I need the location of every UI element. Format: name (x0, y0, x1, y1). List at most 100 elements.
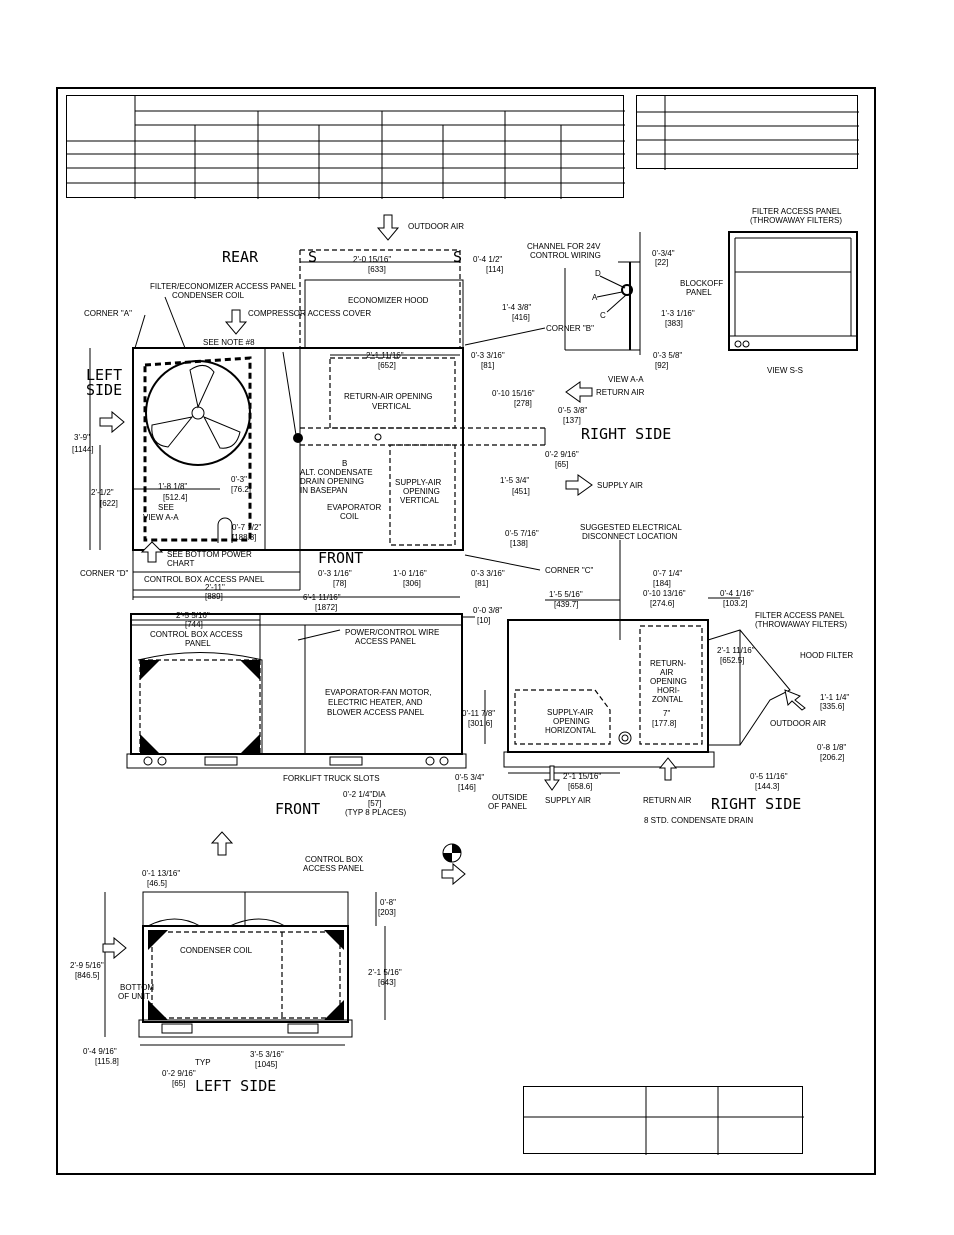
power-control-1: POWER/CONTROL WIRE (345, 628, 439, 637)
supply-horiz-2: OPENING (553, 717, 590, 726)
filter-access-ss-2: (THROWAWAY FILTERS) (750, 216, 842, 225)
filter-econ-panel-label: FILTER/ECONOMIZER ACCESS PANEL (150, 282, 297, 291)
section-s-left: S (308, 248, 317, 266)
dim-0-4-1-2: 0'-4 1/2" (473, 255, 502, 264)
left-side-view: 0'-1 13/16" [46.5] CONTROL BOX ACCESS PA… (70, 831, 466, 1095)
channel-24v-2: CONTROL WIRING (530, 251, 601, 260)
dim-81-b: [81] (475, 579, 488, 588)
dim-1-3-1-16: 1'-3 1/16" (661, 309, 695, 318)
dim-0-2-9-16-right: 0'-2 9/16" (545, 450, 579, 459)
dim-0-5-3-8: 0'-5 3/8" (558, 406, 587, 415)
return-air-vertical-1: RETURN-AIR OPENING (344, 392, 432, 401)
dim-416: [416] (512, 313, 530, 322)
return-horiz-3: OPENING (650, 677, 687, 686)
left-side-bottom-label: LEFT SIDE (195, 1077, 276, 1095)
b-label: B (342, 459, 347, 468)
supply-air-right-label: SUPPLY AIR (597, 481, 643, 490)
dim-0-11-7-8: 0'-11 7/8" (462, 709, 495, 718)
economizer-hood-label: ECONOMIZER HOOD (348, 296, 429, 305)
front-top-label: FRONT (318, 549, 363, 567)
left-side-label-1: LEFT (86, 366, 122, 384)
drawing-frame (56, 87, 876, 1175)
a-label: A (592, 293, 598, 302)
c-label: C (600, 311, 606, 320)
dim-2-11: 2'-11" (205, 583, 225, 592)
left-side-label-2: SIDE (86, 381, 122, 399)
dim-0-7-1-2: 0'-7 1/2" (232, 523, 261, 532)
filter-access-right-2: (THROWAWAY FILTERS) (755, 620, 847, 629)
front-view: 2'-5 5/16" [744] 0'-0 3/8" [10] CONTROL … (126, 606, 502, 818)
dim-0-4-1-16: 0'-4 1/16" (720, 589, 754, 598)
dim-652-5: [652.5] (720, 656, 744, 665)
return-air-bottom-label: RETURN AIR (643, 796, 692, 805)
dim-451: [451] (512, 487, 530, 496)
see-bottom-power-2: CHART (167, 559, 195, 568)
dim-0-5-3-4: 0'-5 3/4" (455, 773, 484, 782)
dim-643: [643] (378, 978, 396, 987)
control-box-access-front-2: PANEL (185, 639, 211, 648)
dim-0-5-7-16: 0'-5 7/16" (505, 529, 539, 538)
dim-146: [146] (458, 783, 476, 792)
dim-0-10-13-16: 0'-10 13/16" (643, 589, 686, 598)
dim-622: [622] (100, 499, 118, 508)
supply-air-bottom-label: SUPPLY AIR (545, 796, 591, 805)
dim-0-3-1-16: 0'-3 1/16" (318, 569, 352, 578)
control-box-ls-2: ACCESS PANEL (303, 864, 364, 873)
corner-d-label: CORNER "D" (80, 569, 129, 578)
alt-condensate-2: DRAIN OPENING (300, 477, 364, 486)
see-view-2: VIEW A-A (143, 513, 179, 522)
dim-92: [92] (655, 361, 668, 370)
channel-24v-1: CHANNEL FOR 24V (527, 242, 601, 251)
return-air-right-label: RETURN AIR (596, 388, 645, 397)
dim-81-top: [81] (481, 361, 494, 370)
supply-vertical-1: SUPPLY-AIR (395, 478, 441, 487)
dim-2-1-15-16: 2'-1 15/16" (563, 772, 601, 781)
dim-3-5-3-16: 3'-5 3/16" (250, 1050, 284, 1059)
blockoff-2: PANEL (686, 288, 712, 297)
dim-144: [144.3] (755, 782, 779, 791)
section-s-right: S (453, 248, 462, 266)
dim-76: [76.2] (231, 485, 251, 494)
dim-57: [57] (368, 799, 381, 808)
outdoor-air-top-label: OUTDOOR AIR (408, 222, 464, 231)
bottom-unit-2: OF UNIT (118, 992, 150, 1001)
power-control-2: ACCESS PANEL (355, 637, 416, 646)
dim-0-8-1-8: 0'-8 1/8" (817, 743, 846, 752)
supply-horiz-3: HORIZONTAL (545, 726, 597, 735)
dim-1-8-1-8: 1'-8 1/8" (158, 482, 187, 491)
alt-condensate-1: ALT. CONDENSATE (300, 468, 373, 477)
dim-274: [274.6] (650, 599, 674, 608)
dim-203: [203] (378, 908, 396, 917)
dim-6-1-11-16: 6'-1 11/16" (303, 593, 341, 602)
suggested-elec-1: SUGGESTED ELECTRICAL (580, 523, 682, 532)
evap-fan-2: ELECTRIC HEATER, AND (328, 698, 423, 707)
dim-889: [889] (205, 592, 223, 601)
dim-0-3-3-16-top: 0'-3 3/16" (471, 351, 505, 360)
top-view: OUTDOOR AIR REAR S S 2'-0 15/16" [633] 0… (72, 214, 671, 612)
dim-0-1-13-16: 0'-1 13/16" (142, 869, 180, 878)
dim-658: [658.6] (568, 782, 592, 791)
dim-137: [137] (563, 416, 581, 425)
right-side-bottom-label: RIGHT SIDE (711, 795, 801, 813)
view-ss-label: VIEW S-S (767, 366, 803, 375)
bottom-unit-1: BOTTOM (120, 983, 154, 992)
std-condensate-label: 8 STD. CONDENSATE DRAIN (644, 816, 753, 825)
dim-0-0-3-8: 0'-0 3/8" (473, 606, 502, 615)
evap-coil-2: COIL (340, 512, 359, 521)
dim-0-7-1-4: 0'-7 1/4" (653, 569, 682, 578)
hood-filter-label: HOOD FILTER (800, 651, 853, 660)
suggested-elec-2: DISCONNECT LOCATION (582, 532, 677, 541)
control-box-ls-1: CONTROL BOX (305, 855, 364, 864)
dim-0-3-3-16-b: 0'-3 3/16" (471, 569, 505, 578)
outdoor-air-right-label: OUTDOOR AIR (770, 719, 826, 728)
dim-188: [188.8] (232, 533, 256, 542)
dim-7: 7" (663, 709, 670, 718)
dim-1045: [1045] (255, 1060, 277, 1069)
dim-46: [46.5] (147, 879, 167, 888)
dim-278: [278] (514, 399, 532, 408)
see-view-1: SEE (158, 503, 174, 512)
dim-846: [846.5] (75, 971, 99, 980)
condenser-coil-top-label: CONDENSER COIL (172, 291, 245, 300)
dim-301: [301.6] (468, 719, 492, 728)
